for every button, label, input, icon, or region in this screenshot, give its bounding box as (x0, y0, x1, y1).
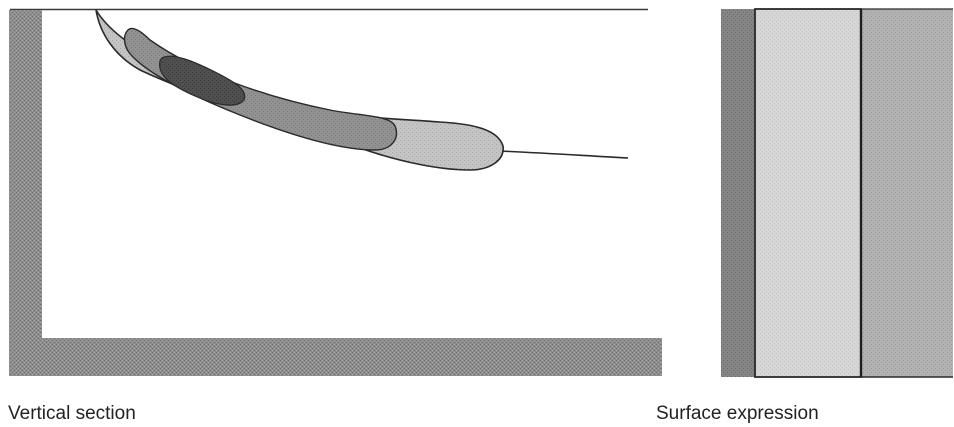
bottom-boundary-bar (9, 338, 662, 376)
middle-zone (125, 28, 397, 150)
surface-strip-medium (861, 9, 953, 377)
surface-expression-caption: Surface expression (656, 404, 819, 423)
vertical-section-diagram (0, 0, 670, 380)
surface-expression-panel (715, 0, 954, 380)
vertical-section-caption: Vertical section (8, 404, 136, 423)
left-boundary-bar (9, 10, 42, 376)
outer-zone (96, 10, 503, 170)
core-zone (160, 56, 245, 105)
surface-expression-diagram (715, 0, 954, 380)
surface-strip-dark (721, 9, 755, 377)
surface-strip-light (755, 9, 861, 377)
layer-trace-line (500, 151, 628, 158)
vertical-section-panel (0, 0, 670, 380)
